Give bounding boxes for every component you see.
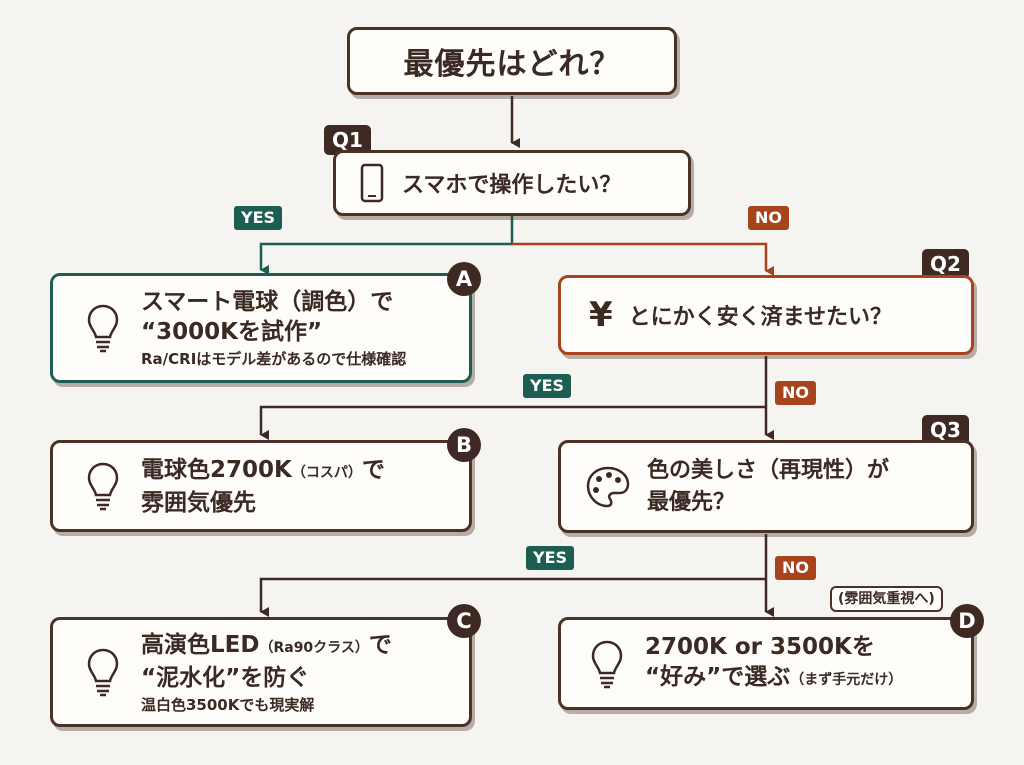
answer-a-line1: スマート電球（調色）で [141, 289, 394, 315]
answer-b-small: （コスパ） [291, 464, 362, 481]
answer-b-line1: 電球色2700K（コスパ）で [141, 455, 385, 488]
smartphone-icon [360, 163, 384, 203]
q2-label: Q2 [922, 249, 969, 279]
answer-a-badge: A [447, 262, 481, 296]
answer-c-small: （Ra90クラス） [259, 639, 369, 656]
yen-icon: ¥ [589, 295, 613, 335]
q1-yes-line [259, 215, 514, 275]
answer-d-small: （まず手元だけ） [790, 672, 903, 688]
q1-text: スマホで操作したい？ [402, 173, 622, 198]
answer-d-line1: 2700K or 3500Kを [645, 634, 875, 660]
q3-box: 色の美しさ（再現性）が 最優先？ [558, 440, 974, 533]
lightbulb-icon [87, 462, 119, 511]
q2-yes-line [259, 405, 766, 440]
answer-a-box: スマート電球（調色）で “3000Kを試作” Ra/CRIはモデル差があるので仕… [50, 273, 472, 383]
q1-box: スマホで操作したい？ [333, 150, 691, 216]
q3-line2: 最優先？ [647, 489, 736, 515]
lightbulb-icon [591, 640, 623, 688]
lightbulb-icon [87, 304, 119, 353]
lightbulb-icon [87, 648, 119, 697]
answer-c-end: で [368, 631, 392, 658]
answer-c-main: 高演色LED [141, 631, 260, 658]
answer-b-line2: 雰囲気優先 [141, 489, 256, 516]
title-box: 最優先はどれ？ [347, 27, 677, 95]
no-label-3: NO [775, 556, 816, 580]
answer-d-box: 2700K or 3500Kを “好み”で選ぶ（まず手元だけ） [558, 617, 974, 710]
answer-b-badge: B [447, 428, 481, 462]
q2-text: とにかく安く済ませたい？ [628, 305, 893, 330]
answer-b-main: 電球色2700K [141, 456, 292, 483]
q3-line1: 色の美しさ（再現性）が [647, 457, 890, 483]
answer-d-main: “好み”で選ぶ [645, 664, 791, 690]
answer-d-tag: (雰囲気重視へ) [830, 586, 943, 612]
answer-c-note: 温白色3500Kでも現実解 [141, 695, 315, 714]
yes-label-2: YES [523, 374, 572, 398]
answer-c-box: 高演色LED（Ra90クラス）で “泥水化”を防ぐ 温白色3500Kでも現実解 [50, 617, 472, 727]
answer-d-badge: D [950, 604, 984, 638]
answer-c-line2: “泥水化”を防ぐ [141, 664, 310, 691]
diagram-title: 最優先はどれ？ [403, 47, 621, 82]
yes-label-1: YES [234, 206, 283, 230]
answer-a-line2: “3000Kを試作” [141, 319, 323, 345]
q3-yes-line [259, 577, 766, 617]
no-label-2: NO [775, 381, 816, 405]
answer-c-line1: 高演色LED（Ra90クラス）で [141, 630, 392, 663]
answer-c-badge: C [447, 604, 481, 638]
answer-b-box: 電球色2700K（コスパ）で 雰囲気優先 [50, 440, 472, 532]
no-label-1: NO [748, 206, 789, 230]
palette-icon [586, 466, 630, 507]
answer-d-line2: “好み”で選ぶ（まず手元だけ） [645, 662, 902, 695]
answer-b-end: で [361, 456, 385, 483]
yes-label-3: YES [526, 546, 575, 570]
q2-box: ¥ とにかく安く済ませたい？ [558, 275, 974, 355]
answer-a-note: Ra/CRIはモデル差があるので仕様確認 [141, 350, 407, 368]
q1-no-line [512, 242, 774, 276]
